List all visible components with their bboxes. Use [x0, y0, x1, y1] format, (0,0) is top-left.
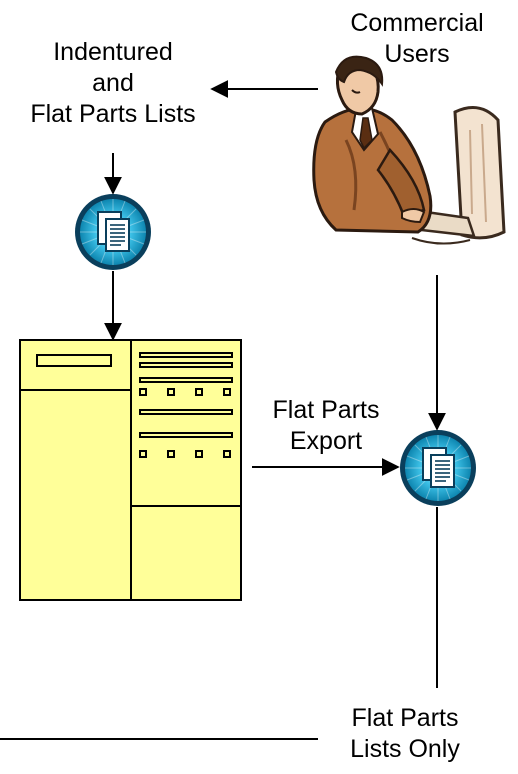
flat-parts-lists-only-label-line2: Lists Only — [350, 735, 460, 763]
indentured-document-icon — [74, 193, 152, 271]
commercial-user-clipart — [312, 55, 506, 245]
commercial-users-label: Commercial Users — [322, 8, 512, 70]
indentured-lists-label-line2: and — [92, 69, 134, 97]
parts-system-form — [19, 339, 242, 601]
flat-parts-lists-only-label: Flat Parts Lists Only — [320, 703, 490, 765]
indentured-lists-label: Indentured and Flat Parts Lists — [8, 37, 218, 130]
commercial-users-label-line2: Users — [384, 40, 450, 68]
flat-parts-export-label-line2: Export — [289, 427, 363, 455]
indentured-lists-label-line3: Flat Parts Lists — [30, 100, 196, 128]
flat-parts-export-label: Flat Parts Export — [246, 395, 406, 457]
flat-parts-export-label-line1: Flat Parts — [272, 396, 380, 424]
commercial-users-label-line1: Commercial — [350, 9, 484, 37]
flat-parts-lists-only-label-line1: Flat Parts — [351, 704, 459, 732]
flat-document-icon — [399, 429, 477, 507]
indentured-lists-label-line1: Indentured — [53, 38, 173, 66]
